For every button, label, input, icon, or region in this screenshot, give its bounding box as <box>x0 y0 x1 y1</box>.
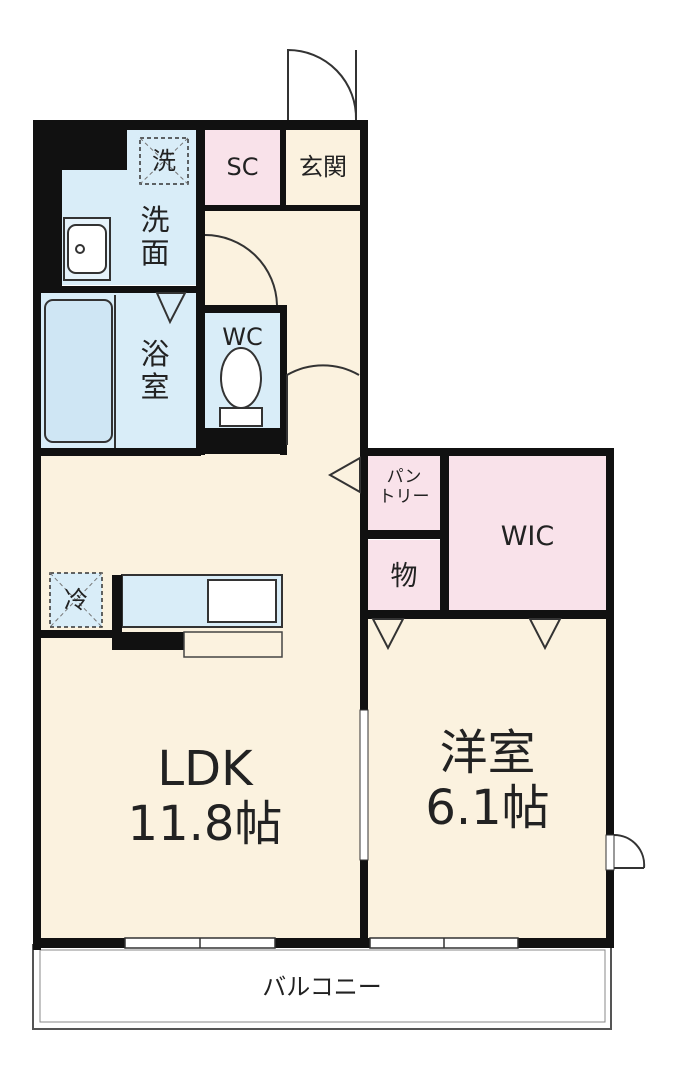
washer-space <box>139 137 189 185</box>
wic-label: WIC <box>500 521 555 552</box>
western-room-label: 洋室 6.1帖 <box>380 725 595 837</box>
balcony-label: バルコニー <box>262 973 382 1001</box>
bath-label: 浴室 <box>140 337 170 405</box>
door-swings <box>155 48 646 869</box>
shoe-closet-floor <box>205 130 280 205</box>
toilet-tank <box>219 407 263 427</box>
bathtub <box>44 299 113 443</box>
western-room-floor <box>368 618 606 940</box>
fridge-label: 冷 <box>64 586 88 614</box>
entrance-label: 玄関 <box>299 153 347 181</box>
pantry-floor <box>368 455 440 531</box>
ldk-label: LDK 11.8帖 <box>95 741 315 853</box>
kitchen-back-wall <box>112 575 122 650</box>
wc-label: WC <box>222 323 263 351</box>
western-room-name: 洋室 <box>439 725 536 781</box>
shoe-closet-label: SC <box>226 153 259 181</box>
kitchen-sink <box>207 579 277 623</box>
ldk-size: 11.8帖 <box>127 796 283 853</box>
washer-label: 洗 <box>152 147 176 175</box>
wic-floor <box>449 455 606 613</box>
walls <box>33 120 614 950</box>
storage-floor <box>368 540 440 613</box>
entrance-floor <box>285 125 360 210</box>
ldk-floor <box>40 455 360 940</box>
washroom-label: 洗面 <box>140 203 170 271</box>
toilet-bowl <box>220 347 262 409</box>
balcony-area <box>32 944 612 1030</box>
storage-label: 物 <box>390 561 418 592</box>
pantry-label: パン トリー <box>378 467 430 507</box>
western-room-size: 6.1帖 <box>425 780 550 837</box>
ldk-name: LDK <box>157 741 253 797</box>
